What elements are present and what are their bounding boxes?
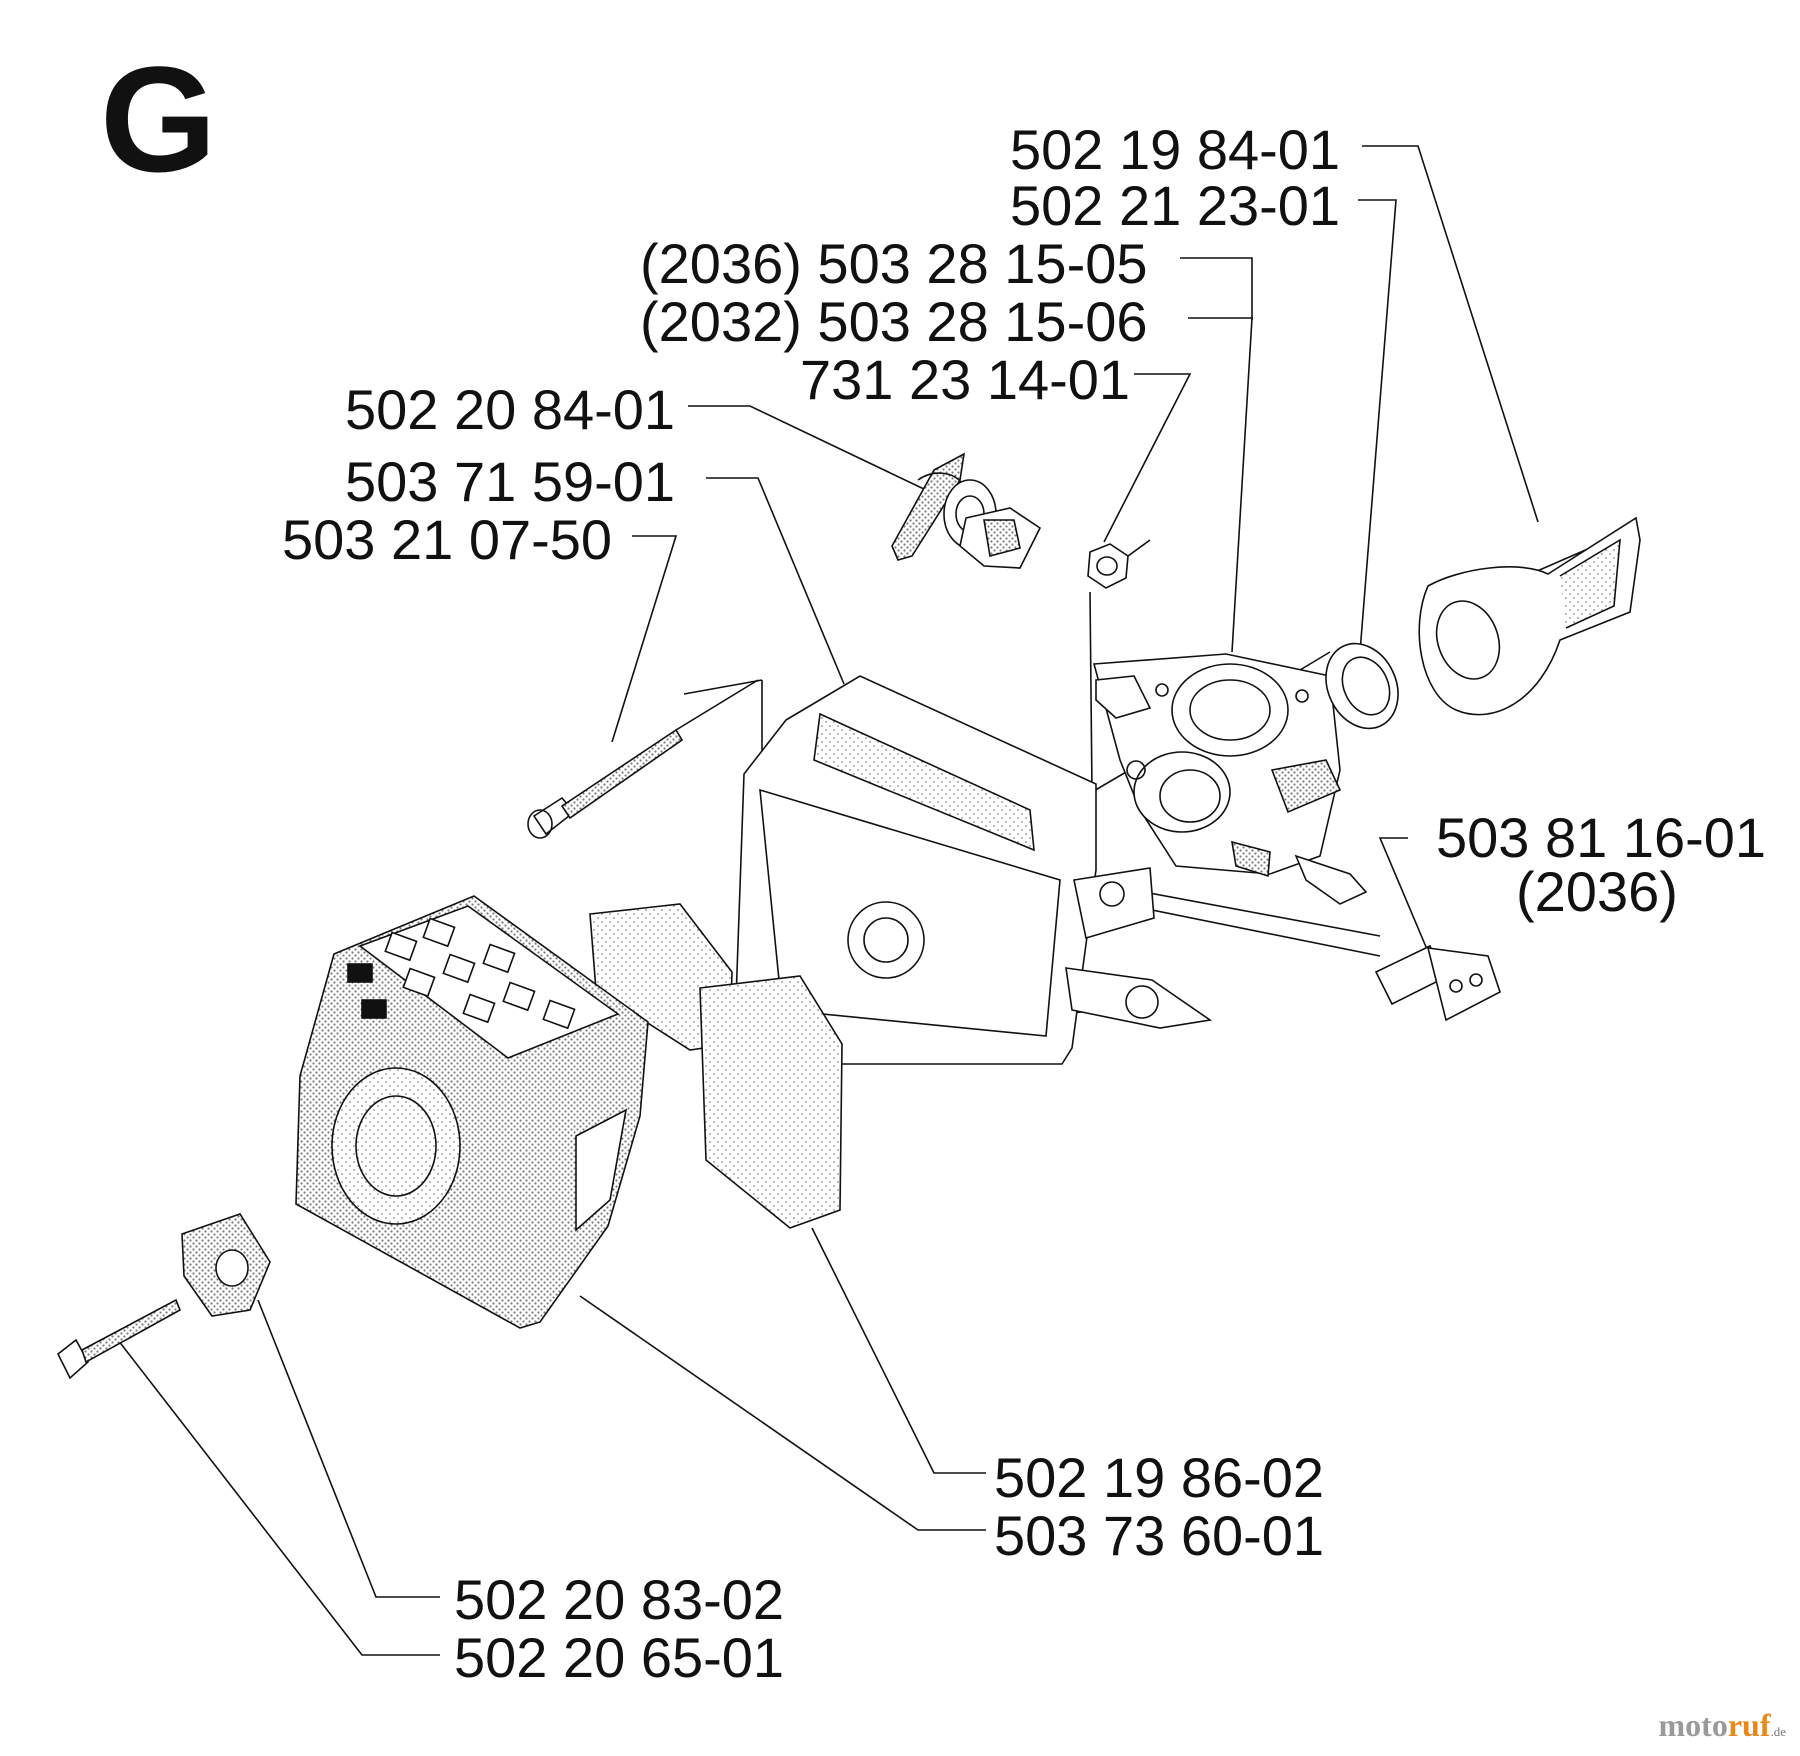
nut-part	[1087, 539, 1151, 589]
gasket-ring-part	[1325, 642, 1399, 730]
leader-p12	[257, 1299, 440, 1598]
part-number-label: 502 21 23-01	[1010, 174, 1341, 237]
watermark-tld: .de	[1770, 1724, 1786, 1739]
part-number-label: (2032) 503 28 15-06	[640, 290, 1148, 353]
leader-p08	[611, 535, 678, 743]
leader-p06	[688, 405, 927, 491]
part-number-label: 502 20 65-01	[454, 1626, 785, 1689]
leader-p04	[1188, 317, 1253, 653]
leader-p01	[1362, 145, 1539, 523]
part-number-label: 502 19 86-02	[994, 1446, 1325, 1509]
leader-p03	[1180, 257, 1253, 320]
filter-housing-part	[735, 675, 1213, 1065]
foam-filter-part	[589, 903, 843, 1229]
part-number-label: 731 23 14-01	[800, 348, 1131, 411]
part-number-label: 502 19 84-01	[1010, 118, 1341, 181]
leader-p07	[706, 477, 845, 685]
carburetor-part	[1092, 653, 1368, 905]
part-number-label: (2036) 503 28 15-05	[640, 232, 1148, 295]
part-number-label: 503 21 07-50	[282, 508, 613, 571]
long-screw-part	[527, 679, 759, 839]
leader-p11	[579, 1295, 986, 1531]
part-number-note: (2036)	[1516, 860, 1678, 923]
watermark-ruf: ruf	[1727, 1707, 1771, 1743]
part-number-label: 503 73 60-01	[994, 1504, 1325, 1567]
plate-part	[1374, 944, 1501, 1022]
leader-p05	[1103, 373, 1192, 543]
choke-knob-part	[891, 452, 1042, 569]
leader-p13	[117, 1339, 440, 1656]
section-letter: G	[100, 35, 217, 203]
leader-p02	[1358, 199, 1397, 653]
cover-nut-part	[181, 1213, 271, 1317]
part-number-label: 503 71 59-01	[345, 450, 676, 513]
part-number-label: 502 20 83-02	[454, 1568, 785, 1631]
leader-p09	[1378, 837, 1441, 981]
filter-cover-part	[295, 895, 649, 1329]
part-number-label: 502 20 84-01	[345, 378, 676, 441]
short-screw-part	[56, 1298, 182, 1380]
leader-p10	[811, 1227, 986, 1474]
part-number-label: 503 81 16-01	[1436, 806, 1767, 869]
watermark-moto: moto	[1658, 1707, 1728, 1743]
intake-elbow-part	[1418, 516, 1641, 716]
site-watermark: motoruf.de	[1659, 1709, 1787, 1741]
